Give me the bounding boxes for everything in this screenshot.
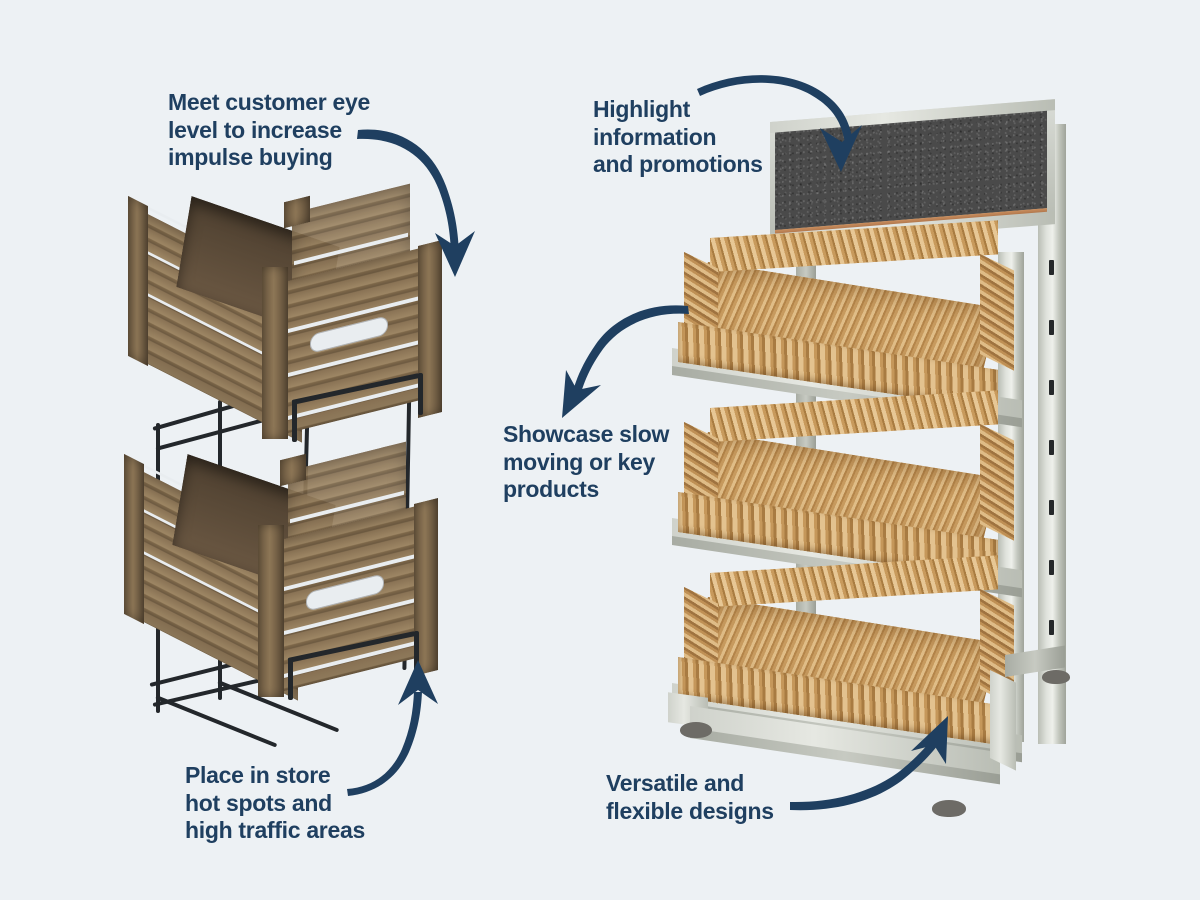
annotation-highlight: Highlight information and promotions xyxy=(593,96,763,177)
upright-slot xyxy=(1049,560,1054,575)
upright-slot xyxy=(1049,260,1054,275)
stand-upright-rear xyxy=(1038,124,1066,744)
wicker-basket-right-rim xyxy=(980,424,1014,541)
upright-slot xyxy=(1049,380,1054,395)
stand-foot xyxy=(932,800,966,817)
annotation-eye-level: Meet customer eye level to increase impu… xyxy=(168,89,370,170)
crate-retainer-bracket xyxy=(418,373,423,415)
upright-slot xyxy=(1049,440,1054,455)
wooden-crate-upper xyxy=(124,183,444,460)
wicker-basket-right-rim xyxy=(980,254,1014,371)
basket-tier-middle xyxy=(650,390,1070,598)
annotation-showcase: Showcase slow moving or key products xyxy=(503,421,670,502)
annotation-versatile: Versatile and flexible designs xyxy=(606,770,774,824)
crate-corner-post xyxy=(262,267,288,439)
wooden-crate-display-stand xyxy=(120,183,460,748)
wicker-basket-display-stand xyxy=(650,99,1100,830)
crate-corner-post xyxy=(124,453,144,625)
upright-slot xyxy=(1049,320,1054,335)
annotation-hotspots: Place in store hot spots and high traffi… xyxy=(185,762,365,843)
crate-retainer-bracket xyxy=(288,658,293,700)
stand-foot xyxy=(1042,670,1070,684)
upright-slot xyxy=(1049,620,1054,635)
crate-retainer-bracket xyxy=(292,400,297,442)
stand-foot xyxy=(680,722,712,738)
basket-tier-top xyxy=(650,220,1070,428)
crate-retainer-bracket xyxy=(414,631,419,673)
wooden-crate-lower xyxy=(120,441,440,718)
crate-corner-post xyxy=(258,525,284,697)
upright-slot xyxy=(1049,500,1054,515)
crate-corner-post xyxy=(128,195,148,367)
stand-base-rail-right xyxy=(990,670,1016,771)
